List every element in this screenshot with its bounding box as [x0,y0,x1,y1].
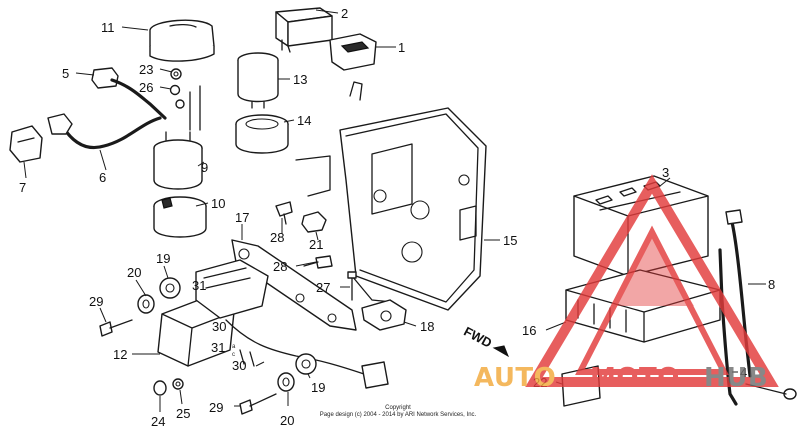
part-28-bolt-lower [303,255,333,269]
copyright-line-1: Copyright [385,405,411,411]
callout-15: 15 [503,233,517,248]
callout-14: 14 [297,113,311,128]
watermark-moto: MOTO [590,363,680,393]
part-1-rubber-cover [329,33,377,71]
part-12-fuse-box [157,259,389,389]
part-7-terminal-boot [9,125,43,163]
part-18-clamp [361,299,407,331]
connector-mark-a: a [232,344,236,350]
part-20-collar-upper [137,294,155,314]
part-6-starter-cable [47,78,167,150]
part-25-nut [172,378,184,390]
callout-18: 18 [420,319,434,334]
connector-mark-c: c [232,352,235,358]
callout-7: 7 [19,180,26,195]
watermark-logo: AUTO MOTO HUB [474,174,779,393]
callout-20-upper: 20 [127,265,141,280]
callout-16: 16 [522,323,536,338]
callout-17: 17 [235,210,249,225]
part-29-bolt-upper [99,319,133,337]
callout-10: 10 [211,196,225,211]
callout-8: 8 [768,277,775,292]
callout-31-lower: 31 [211,340,225,355]
fwd-direction-arrow: FWD [461,324,509,358]
callout-13: 13 [293,72,307,87]
copyright-line-2: Page design (c) 2004 - 2014 by ARI Netwo… [320,412,477,418]
callout-29-upper: 29 [89,294,103,309]
callout-5: 5 [62,66,69,81]
part-24-cap [153,380,167,396]
part-15-battery-tray [295,81,487,311]
part-27-screw [347,271,357,301]
callout-23: 23 [139,62,153,77]
part-14-rubber-mount [235,114,289,154]
watermark-triangle-icon [525,174,779,387]
part-29-bolt-lower [239,393,277,415]
callout-20-lower: 20 [280,413,294,428]
callout-2: 2 [341,6,348,21]
part-21-grommet [301,211,327,233]
fwd-arrow-icon [492,345,509,358]
part-20-collar-lower [277,372,295,392]
callout-27: 27 [316,280,330,295]
callout-3: 3 [662,165,669,180]
callout-25: 25 [176,406,190,421]
callout-24: 24 [151,414,165,429]
callout-4: 4 [740,365,747,380]
watermark-hub: HUB [704,363,768,393]
part-19-grommet-upper [159,277,181,299]
callout-29-lower: 29 [209,400,223,415]
part-10-relay [153,196,207,238]
callout-19-upper: 19 [156,251,170,266]
fwd-label: FWD [461,324,494,351]
part-11-relay [149,19,215,62]
part-19-grommet-lower [295,353,317,375]
part-28-bolt-upper [275,201,293,225]
part-26-washer [169,84,185,109]
callout-26: 26 [139,80,153,95]
callout-28-lower: 28 [273,259,287,274]
callout-19-lower: 19 [311,380,325,395]
leader-lines [23,9,766,412]
watermark-auto: AUTO [474,363,556,393]
callout-31-upper: 31 [192,278,206,293]
part-23-nut [170,68,182,80]
callout-11: 11 [101,20,115,35]
callout-30-lower: 30 [232,358,246,373]
callout-28-upper: 28 [270,230,284,245]
part-13-cylinder [237,52,279,109]
part-9-starter-relay [153,85,203,190]
part-5-terminal-cap [91,67,119,89]
callout-6: 6 [99,170,106,185]
callout-9: 9 [201,160,208,175]
callout-1: 1 [398,40,405,55]
callout-12: 12 [113,347,127,362]
callout-30-upper: 30 [212,319,226,334]
callout-21: 21 [309,237,323,252]
part-2-turn-signal-relay [275,7,333,53]
callout-numbers: 11 2 1 5 23 26 13 14 6 7 9 10 17 28 21 2… [19,6,775,429]
